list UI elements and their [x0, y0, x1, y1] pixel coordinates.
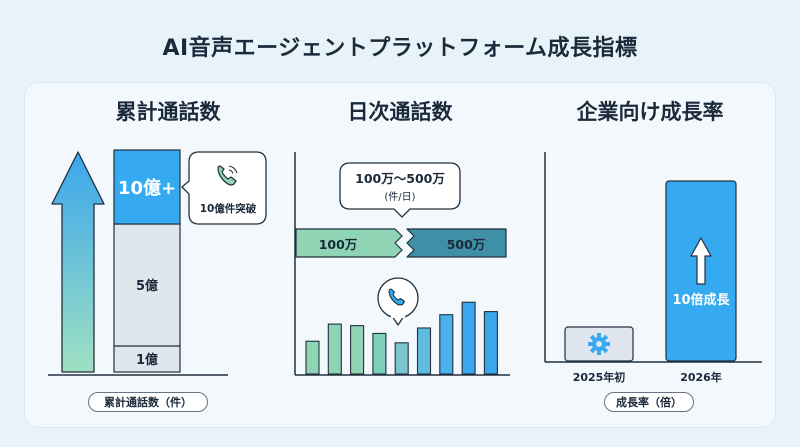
growth-unit-pill: 成長率（倍）	[604, 392, 694, 412]
phone-icon	[388, 288, 406, 306]
growth-category-label: 2025年初	[573, 370, 626, 384]
cumulative-arrow-icon	[51, 151, 105, 373]
range-high-label: 500万	[447, 237, 486, 252]
growth-bars: 2025年初 2026年 10倍成長	[564, 180, 737, 384]
range-low-band	[295, 228, 403, 258]
growth-title: 企業向け成長率	[576, 100, 724, 124]
daily-bar-7	[461, 301, 476, 375]
range-low-label: 100万	[319, 237, 358, 252]
cumulative-segment-label: 1億	[136, 352, 158, 368]
cumulative-unit-pill: 累計通話数（件）	[88, 392, 208, 412]
daily-bar-1	[327, 323, 342, 375]
cumulative-segment-label: 5億	[136, 278, 158, 294]
daily-bar-5	[416, 327, 432, 375]
daily-bar-0	[305, 340, 320, 375]
cumulative-title: 累計通話数	[115, 100, 221, 124]
growth-category-label: 2026年	[680, 370, 722, 384]
daily-bar-2	[350, 325, 365, 375]
daily-bar-6	[439, 314, 454, 375]
cumulative-segment-0	[113, 345, 181, 373]
cumulative-bubble: 10億件突破	[181, 151, 267, 225]
cumulative-bubble-text: 10億件突破	[200, 202, 257, 215]
daily-bar-3	[372, 332, 387, 375]
cumulative-segment-label: 10億+	[118, 177, 176, 199]
gear-icon	[588, 333, 610, 355]
growth-value-label: 10倍成長	[672, 292, 730, 308]
arrow-up-icon	[690, 237, 712, 285]
daily-bubble-line2: (件/日)	[384, 191, 415, 203]
daily-bubble-line1: 100万〜500万	[355, 171, 445, 186]
phone-icon	[217, 165, 238, 186]
daily-phone-bubble	[377, 277, 419, 326]
daily-bar-8	[483, 311, 498, 375]
cumulative-stack: 1億 5億 10億+	[113, 149, 181, 373]
cumulative-segment-2	[113, 149, 181, 225]
page-title: AI音声エージェントプラットフォーム成長指標	[162, 36, 638, 61]
cumulative-segment-1	[113, 223, 181, 347]
daily-bar-4	[394, 342, 409, 375]
daily-bubble: 100万〜500万 (件/日)	[339, 162, 461, 218]
daily-title: 日次通話数	[347, 100, 453, 124]
range-high-band	[406, 228, 507, 258]
daily-bars	[305, 301, 498, 375]
